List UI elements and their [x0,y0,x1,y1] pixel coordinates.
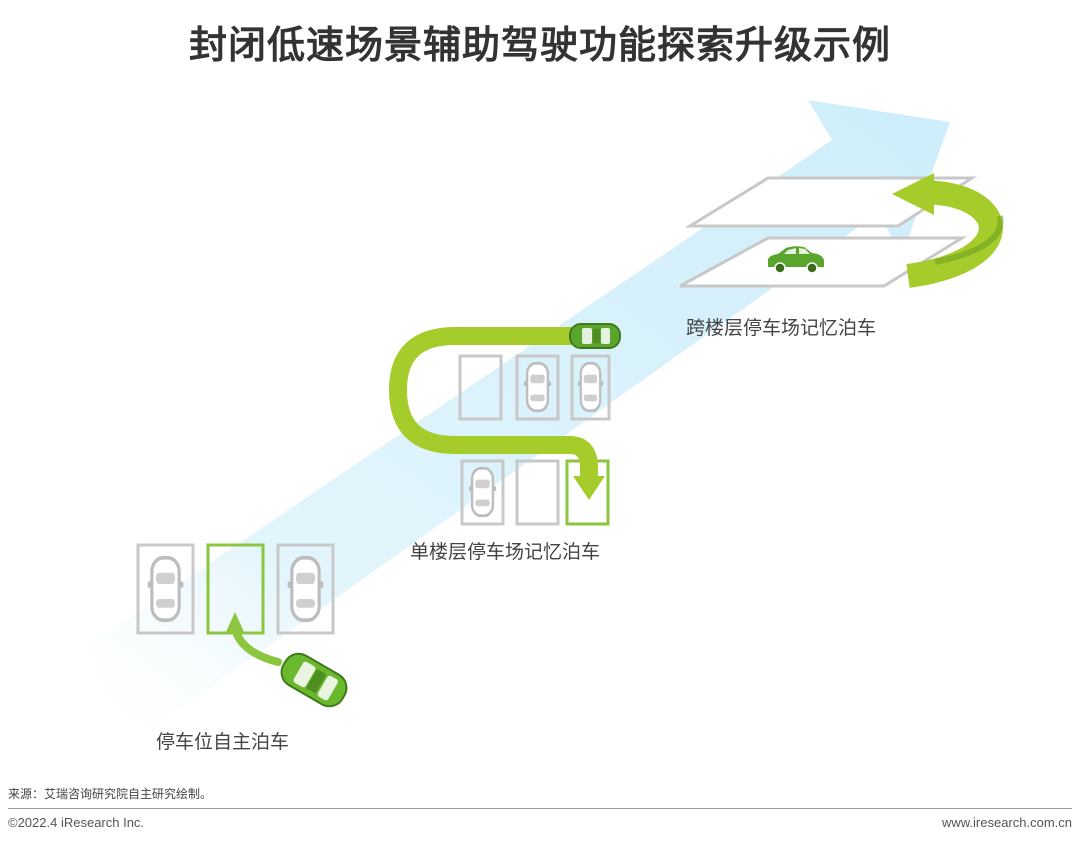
stage-1-parking-spots [136,543,348,708]
floor-climb-arrow [906,180,1003,288]
parked-car-icon [285,555,326,623]
green-car-icon [569,323,621,349]
stage-3-multi-floor [679,173,1004,288]
parked-car-icon [576,361,605,413]
footer-divider [8,808,1072,809]
copyright-text: ©2022.4 iResearch Inc. [8,815,145,830]
stage-2-label: 单楼层停车场记忆泊车 [410,542,601,563]
green-car-icon [280,652,348,708]
page-title: 封闭低速场景辅助驾驶功能探索升级示例 [188,25,891,67]
green-car-icon [768,246,824,274]
parked-car-icon [145,555,186,623]
stage-3-label: 跨楼层停车场记忆泊车 [686,318,877,339]
memory-route-arrow [389,327,598,478]
parked-car-icon [467,466,498,518]
parked-car-icon [522,361,553,413]
source-note: 来源：艾瑞咨询研究院自主研究绘制。 [8,787,213,801]
stage-2-parking-lot [389,323,621,526]
stage-1-label: 停车位自主泊车 [156,732,290,753]
website-link[interactable]: www.iresearch.com.cn [941,815,1072,830]
